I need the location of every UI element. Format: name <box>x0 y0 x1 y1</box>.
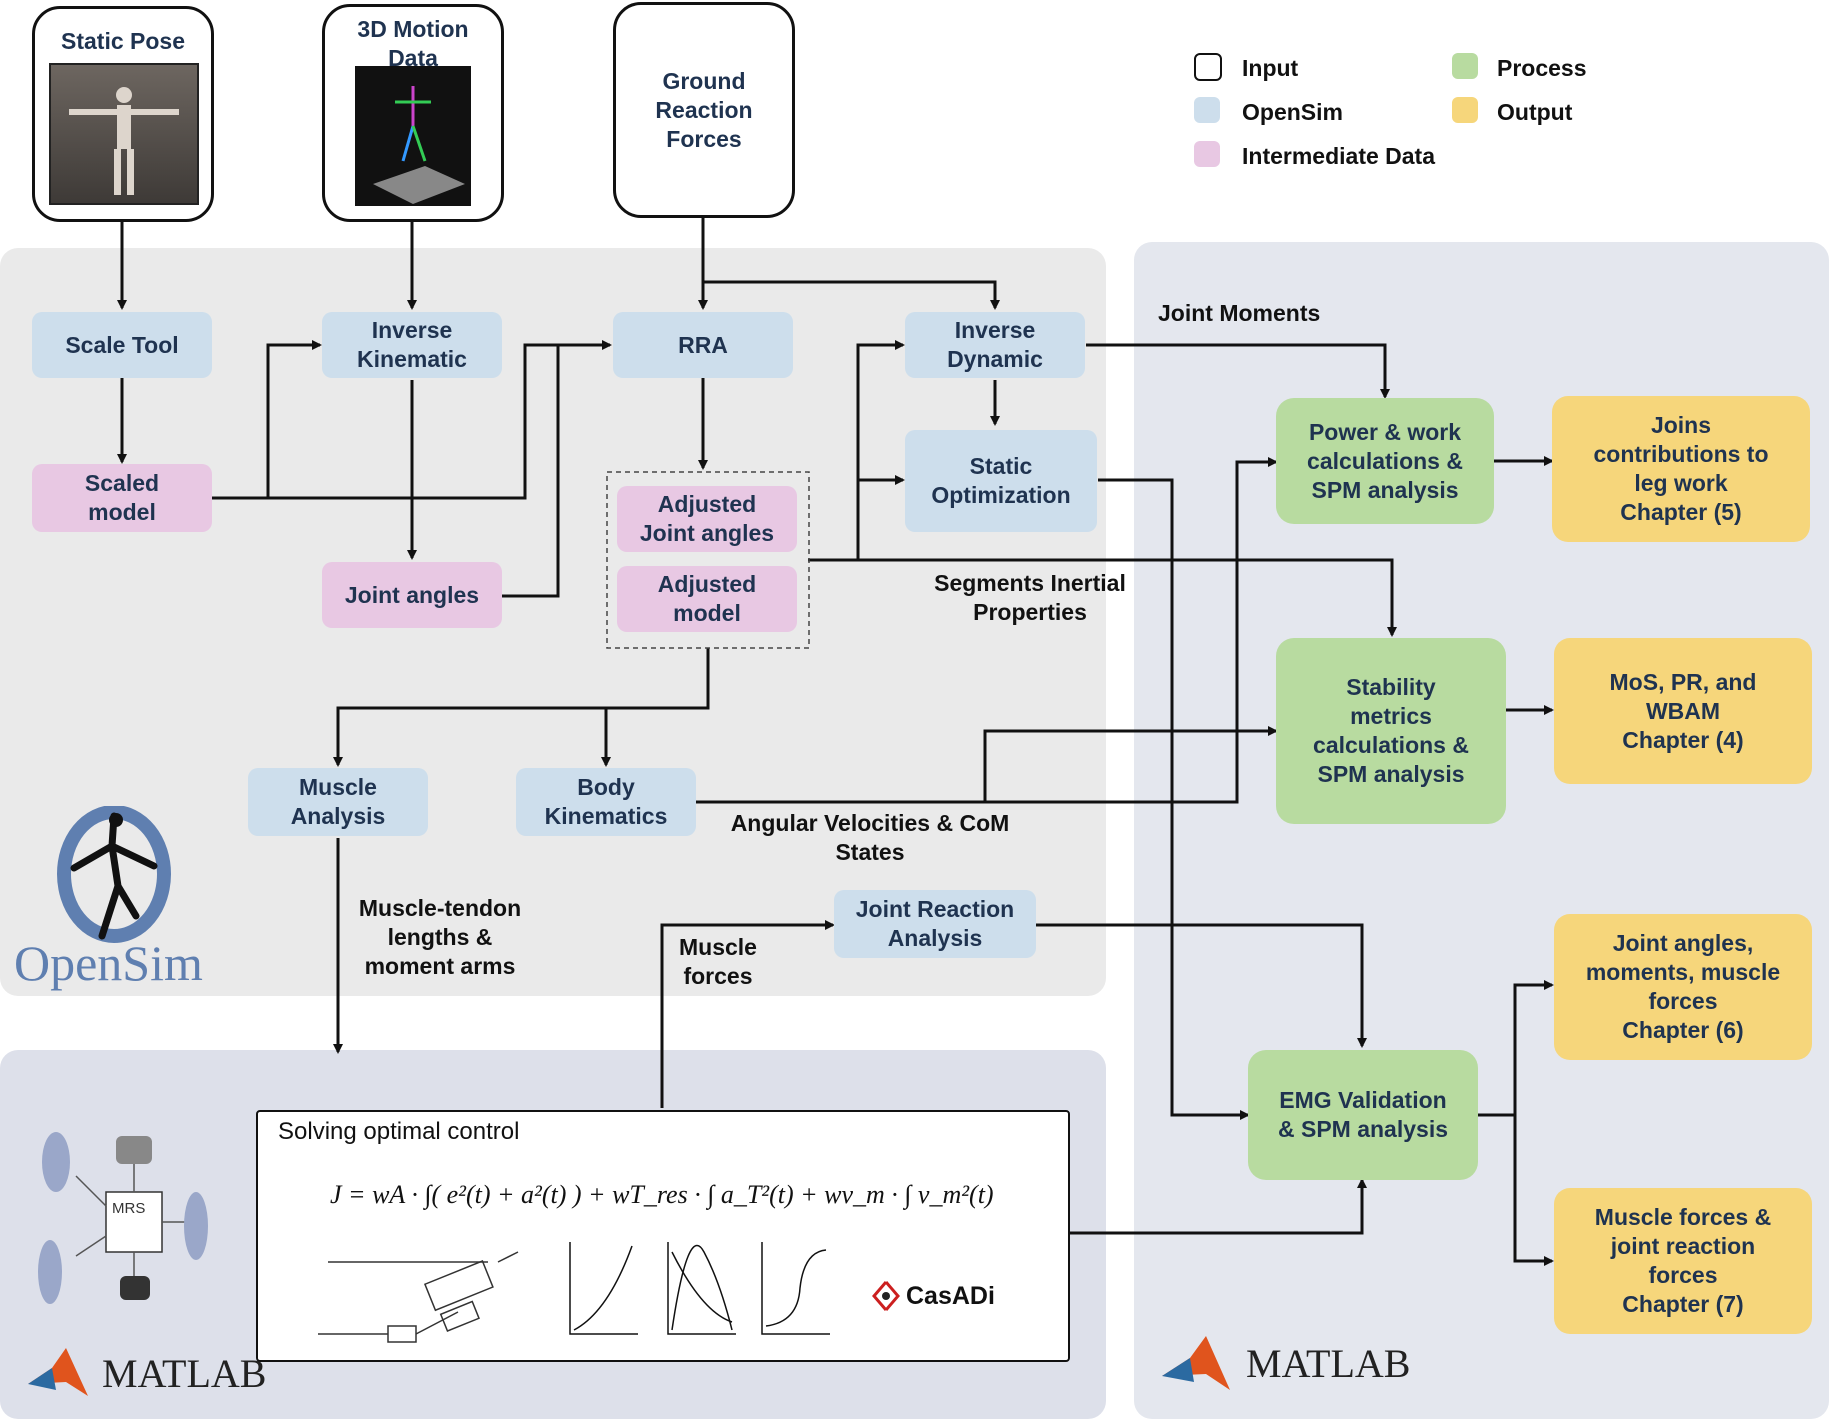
muscle-tendon-label: Muscle-tendon lengths & moment arms <box>358 895 522 979</box>
legend-process-label: Process <box>1497 55 1587 81</box>
angular-velocities-label: Angular Velocities & CoM States <box>730 810 1010 865</box>
chapter4-output: MoS, PR, and WBAM Chapter (4) <box>1554 638 1812 784</box>
skeleton-icon <box>373 86 465 204</box>
casadi-logo-icon: CasADi <box>870 1280 995 1312</box>
legend-output-swatch <box>1452 97 1478 123</box>
scaled-model-node: Scaled model <box>32 464 212 532</box>
muscle-model-plots <box>318 1242 830 1343</box>
motion-capture-image <box>355 66 471 206</box>
muscle-analysis-node: Muscle Analysis <box>248 768 428 836</box>
matlab-left-text: MATLAB <box>102 1351 267 1396</box>
opensim-figure-icon <box>57 805 171 943</box>
optimal-control-title: Solving optimal control <box>278 1118 520 1145</box>
legend-intermediate-swatch <box>1194 141 1220 167</box>
chapter6-output: Joint angles, moments, muscle forces Cha… <box>1554 914 1812 1060</box>
matlab-membrane-icon <box>28 1348 88 1396</box>
matlab-membrane-icon-right <box>1162 1336 1230 1390</box>
casadi-label: CasADi <box>906 1281 995 1310</box>
inverse-dynamic-node: Inverse Dynamic <box>905 312 1085 378</box>
legend-input-swatch <box>1194 53 1222 81</box>
static-optimization-node: Static Optimization <box>905 430 1097 532</box>
legend-output-label: Output <box>1497 99 1573 125</box>
adjusted-model-node: Adjusted model <box>617 566 797 632</box>
power-work-node: Power & work calculations & SPM analysis <box>1276 398 1494 524</box>
optimal-control-box: Solving optimal control J = wA · ∫( e²(t… <box>256 1110 1070 1362</box>
body-kinematics-node: Body Kinematics <box>516 768 696 836</box>
matlab-logo-icon <box>26 1346 90 1404</box>
joint-angles-node: Joint angles <box>322 562 502 628</box>
legend-input-label: Input <box>1242 55 1299 81</box>
rra-node: RRA <box>613 312 793 378</box>
segments-inertial-label: Segments Inertial Properties <box>934 570 1126 625</box>
opensim-logo-icon <box>54 805 184 946</box>
legend-process-swatch <box>1452 53 1478 79</box>
stability-metrics-node: Stability metrics calculations & SPM ana… <box>1276 638 1506 824</box>
adjusted-joint-angles-node: Adjusted Joint angles <box>617 486 797 552</box>
scale-tool-node: Scale Tool <box>32 312 212 378</box>
muscle-forces-label: Muscle forces <box>679 934 757 989</box>
matlab-right-text: MATLAB <box>1246 1341 1411 1386</box>
legend-opensim-label: OpenSim <box>1242 99 1343 125</box>
chapter5-output: Joins contributions to leg work Chapter … <box>1552 396 1810 542</box>
legend-opensim-swatch <box>1194 97 1220 123</box>
chapter7-output: Muscle forces & joint reaction forces Ch… <box>1554 1188 1812 1334</box>
casadi-mark-icon <box>872 1281 900 1311</box>
mrs-schematic-icon <box>38 1132 208 1304</box>
joint-moments-label: Joint Moments <box>1158 300 1321 326</box>
grf-label: Ground Reaction Forces <box>655 67 753 152</box>
emg-validation-node: EMG Validation & SPM analysis <box>1248 1050 1478 1180</box>
mrs-diagram: MRS <box>16 1126 244 1326</box>
grf-input: Ground Reaction Forces <box>613 2 795 218</box>
matlab-logo-right-icon <box>1160 1334 1232 1398</box>
opensim-logo-text: OpenSim <box>14 935 203 991</box>
legend-intermediate-label: Intermediate Data <box>1242 143 1436 169</box>
person-pose-icon <box>69 87 179 195</box>
joint-reaction-analysis-node: Joint Reaction Analysis <box>834 890 1036 958</box>
inverse-kinematic-node: Inverse Kinematic <box>322 312 502 378</box>
mrs-label: MRS <box>112 1200 146 1217</box>
cost-function-equation: J = wA · ∫( e²(t) + a²(t) ) + wT_res · ∫… <box>330 1180 994 1209</box>
motion-data-label: 3D Motion Data <box>357 16 469 71</box>
static-pose-label: Static Pose <box>61 28 185 54</box>
static-pose-image <box>49 63 199 205</box>
